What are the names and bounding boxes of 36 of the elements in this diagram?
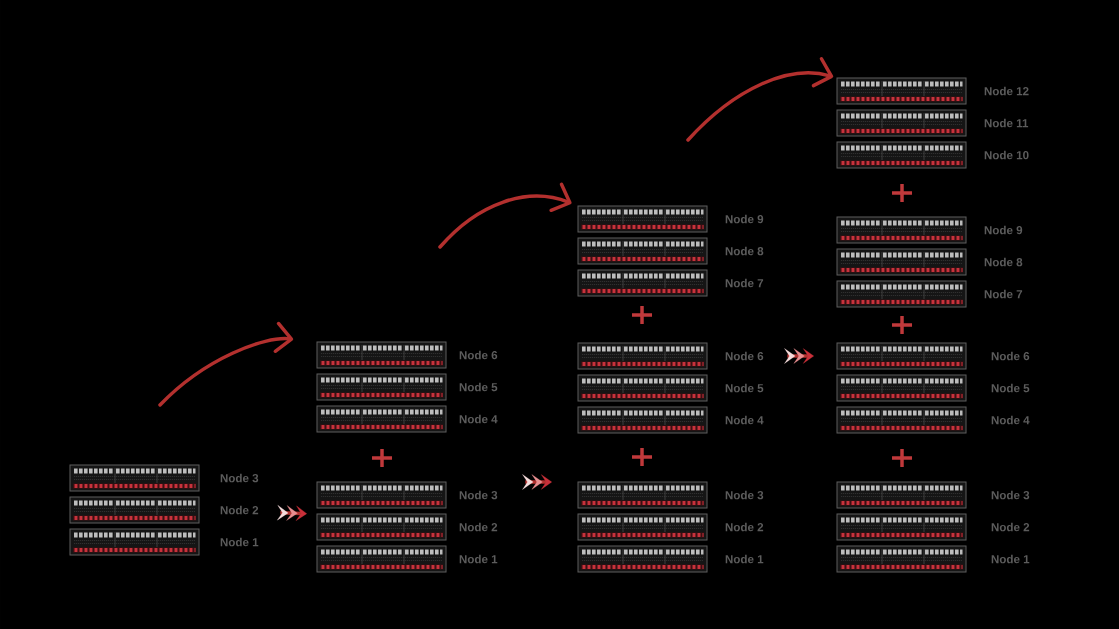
server-label: Node 3 [991, 490, 1030, 500]
server-label: Node 5 [459, 382, 498, 392]
server-label: Node 3 [220, 473, 259, 483]
server-label: Node 1 [459, 554, 498, 564]
chevron-arrow [522, 474, 552, 490]
server-label: Node 3 [725, 490, 764, 500]
server-label: Node 10 [984, 150, 1029, 160]
server-label: Node 4 [991, 415, 1030, 425]
server-label: Node 3 [459, 490, 498, 500]
server-label: Node 2 [725, 522, 764, 532]
server-label: Node 9 [725, 214, 764, 224]
server-label: Node 1 [220, 537, 259, 547]
server-label: Node 11 [984, 118, 1029, 128]
server-label: Node 8 [984, 257, 1023, 267]
server-label: Node 7 [984, 289, 1023, 299]
server-label: Node 4 [459, 414, 498, 424]
chevron-arrow [784, 348, 814, 364]
server-label: Node 8 [725, 246, 764, 256]
curved-arrow [158, 321, 294, 407]
chevron-arrow [277, 505, 307, 521]
server-label: Node 5 [991, 383, 1030, 393]
server-label: Node 2 [459, 522, 498, 532]
curved-arrow [438, 182, 572, 249]
server-label: Node 2 [991, 522, 1030, 532]
server-label: Node 9 [984, 225, 1023, 235]
server-label: Node 6 [725, 351, 764, 361]
curved-arrow [686, 57, 834, 142]
server-label: Node 4 [725, 415, 764, 425]
server-label: Node 1 [725, 554, 764, 564]
server-label: Node 5 [725, 383, 764, 393]
server-label: Node 7 [725, 278, 764, 288]
server-label: Node 6 [991, 351, 1030, 361]
server-label: Node 12 [984, 86, 1029, 96]
server-label: Node 2 [220, 505, 259, 515]
server-label: Node 1 [991, 554, 1030, 564]
server-label: Node 6 [459, 350, 498, 360]
